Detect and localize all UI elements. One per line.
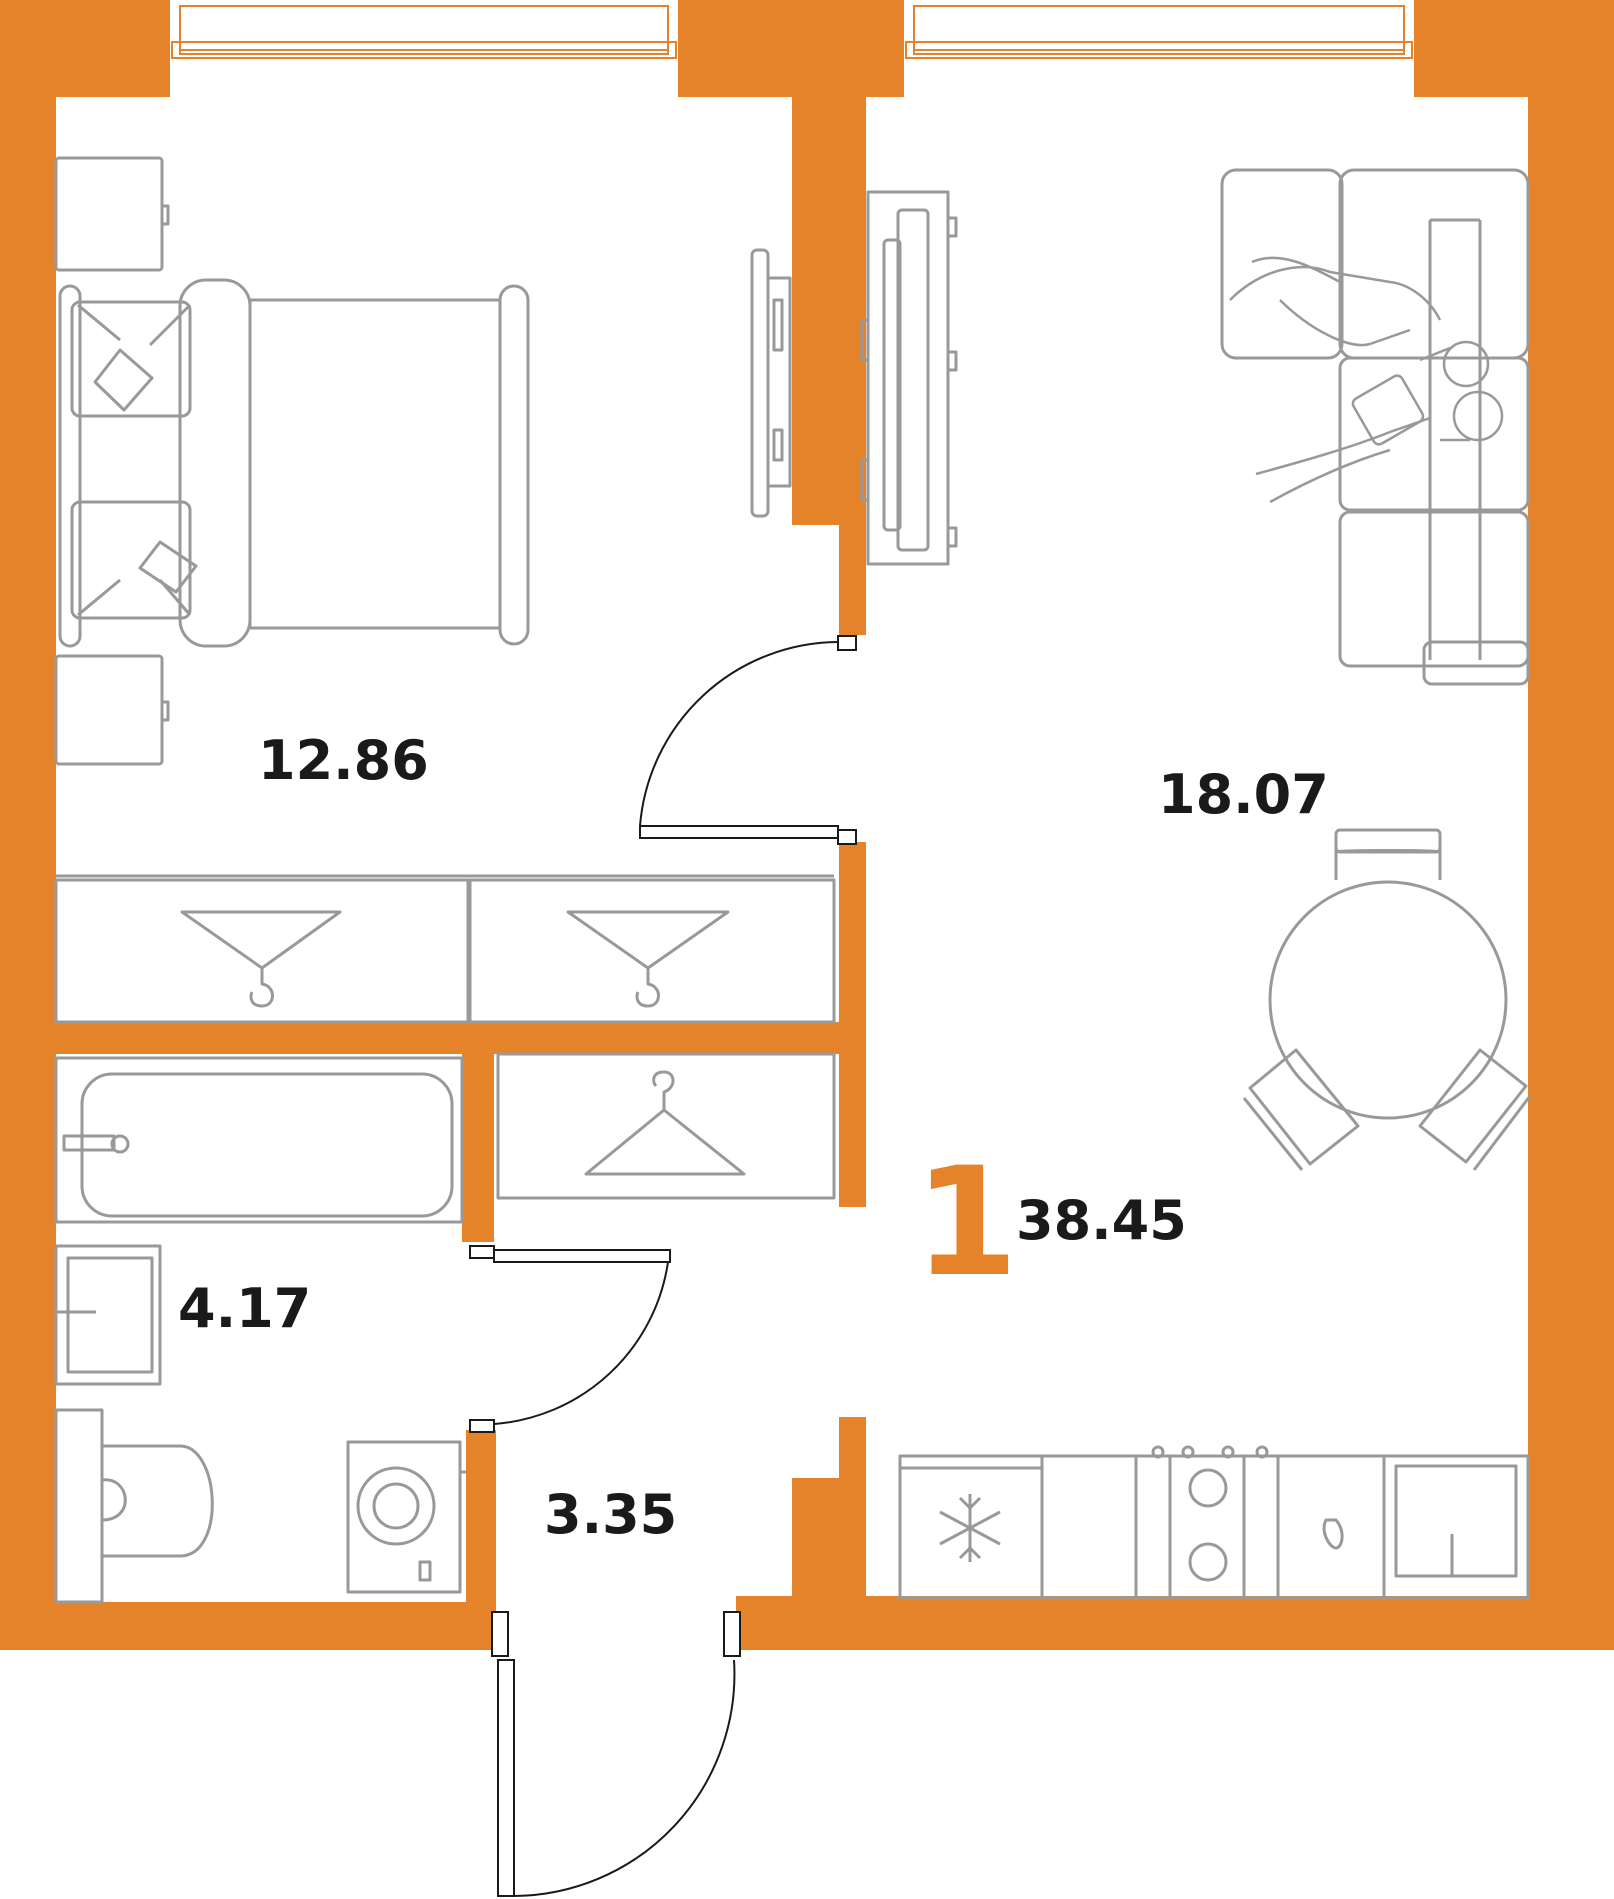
living-kitchen-area: 18.07 bbox=[1158, 763, 1329, 826]
hanger-icon bbox=[180, 910, 342, 1008]
pillow-icon bbox=[138, 540, 198, 594]
walls bbox=[0, 0, 1614, 1650]
sofa-icon bbox=[1220, 168, 1530, 686]
people-icon bbox=[1229, 256, 1504, 504]
wardrobe-icon bbox=[54, 874, 836, 1024]
hanger-icon bbox=[566, 910, 730, 1008]
stove-icon bbox=[1134, 1445, 1280, 1600]
tv-icon bbox=[750, 248, 792, 518]
kitchen-sink-icon bbox=[1382, 1454, 1530, 1600]
toilet-icon bbox=[54, 1408, 214, 1604]
pillow-icon bbox=[93, 348, 154, 412]
total-area: 38.45 bbox=[1016, 1189, 1187, 1252]
chair-icon bbox=[1242, 1048, 1360, 1171]
furniture bbox=[54, 156, 1532, 1604]
nightstand-icon bbox=[54, 654, 164, 766]
window-icon bbox=[171, 5, 1413, 59]
bathtub-icon bbox=[54, 1056, 464, 1224]
rooms-count: 1 bbox=[914, 1136, 1019, 1310]
bathroom-area: 4.17 bbox=[178, 1277, 312, 1340]
washing-machine-icon bbox=[346, 1440, 466, 1594]
hanger-icon bbox=[584, 1070, 746, 1176]
bedroom-area: 12.86 bbox=[258, 729, 429, 792]
door-icon bbox=[469, 635, 857, 1897]
hallway-area: 3.35 bbox=[544, 1483, 678, 1546]
round-table-icon bbox=[1268, 880, 1508, 1120]
tv-icon bbox=[860, 190, 958, 566]
wardrobe-icon bbox=[496, 1052, 836, 1200]
chair-icon bbox=[1334, 828, 1442, 880]
bed-icon bbox=[58, 278, 530, 648]
chair-icon bbox=[1418, 1048, 1532, 1171]
nightstand-icon bbox=[54, 156, 164, 272]
fridge-icon bbox=[898, 1454, 1044, 1600]
sink-icon bbox=[54, 1244, 162, 1386]
